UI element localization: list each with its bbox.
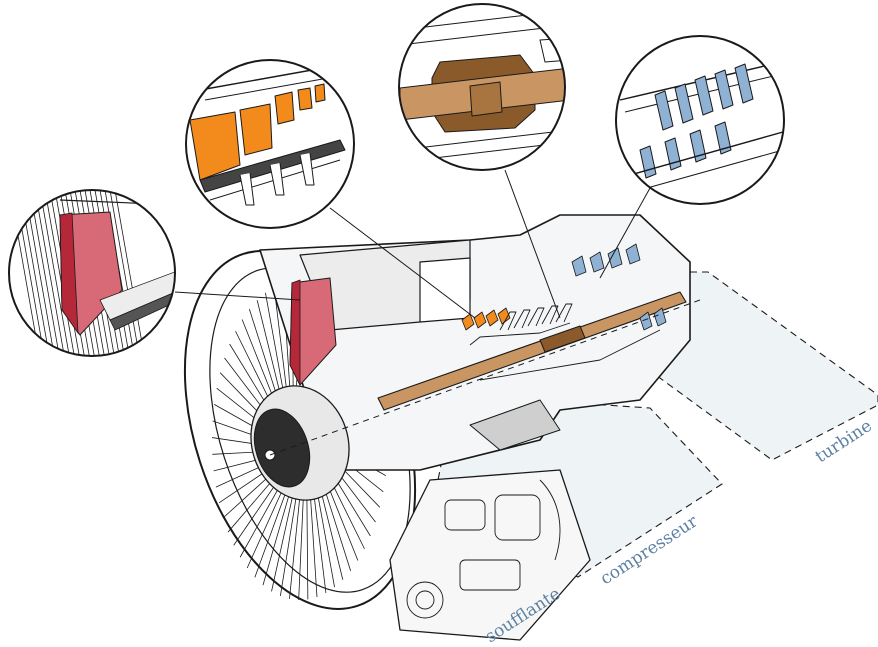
turbine-blade-magnifier	[615, 35, 785, 205]
fan-blade-line	[309, 492, 318, 598]
fan-blade-line	[279, 494, 297, 597]
fan-blade-line	[235, 330, 274, 408]
fan-blade-line	[265, 292, 284, 393]
fan-blade-line	[271, 493, 294, 592]
fan-blade-line	[241, 319, 276, 404]
engine-body	[183, 214, 701, 641]
magnifier-hatch-line	[109, 190, 141, 356]
fan-blade-line	[222, 472, 274, 519]
fan-blade-magnifier	[8, 189, 176, 357]
compressor-stages	[461, 307, 511, 331]
fan-blade-line	[273, 287, 287, 390]
magnifier-hatch-line	[34, 190, 66, 356]
magnifier-hatch-line	[29, 190, 61, 356]
fan-blade-line	[262, 492, 291, 586]
fan-blade-line	[227, 476, 276, 533]
leader-lines	[174, 169, 651, 319]
fan-blade-line	[321, 480, 352, 571]
fan-blade-line	[248, 309, 279, 400]
fan-blade-line	[239, 484, 281, 558]
fan-blade-line	[319, 484, 344, 580]
magnifier-hatch-line	[114, 190, 146, 356]
magnifier-hatch-line	[44, 190, 76, 356]
compressor-blade-magnifier	[185, 59, 355, 229]
accessory-gearbox	[389, 469, 591, 641]
fan-blade-line	[254, 490, 287, 578]
fan-blade-line	[306, 493, 309, 600]
fan-blade-line	[316, 487, 335, 588]
fan-blade-line	[233, 480, 279, 546]
fan-blade-line	[313, 490, 327, 593]
shaft-magnifier	[398, 3, 566, 171]
fan-blade-line	[256, 300, 281, 396]
fan-blade-line	[289, 494, 301, 599]
fan-blade-line	[246, 487, 284, 569]
magnifier-hatch-line	[39, 190, 71, 356]
turbine-stages	[571, 243, 667, 331]
fan-blade-line	[298, 494, 304, 600]
